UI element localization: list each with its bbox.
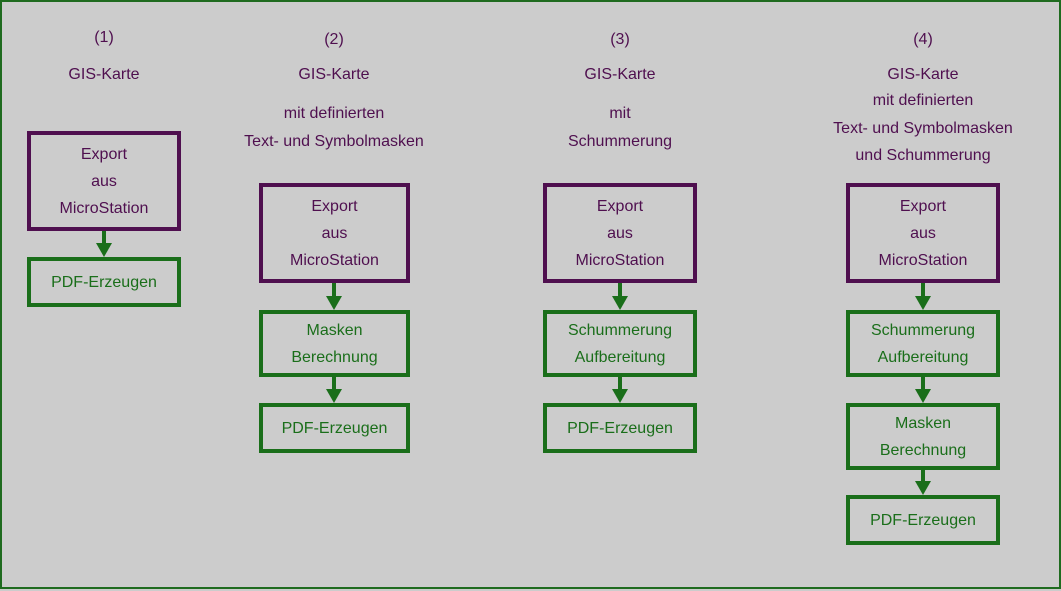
col4-step2-schummerung-box: Schummerung Aufbereitung <box>846 310 1000 377</box>
col4-step4-pdf-box: PDF-Erzeugen <box>846 495 1000 545</box>
col3-step1-line3: MicroStation <box>575 251 665 269</box>
col3-step1-export-box: Export aus MicroStation <box>543 183 697 283</box>
col2-step2-line2: Berechnung <box>291 348 378 366</box>
col4-step3-masken-box: Masken Berechnung <box>846 403 1000 470</box>
col2-step2-masken-box: Masken Berechnung <box>259 310 410 377</box>
col1-step1-line2: aus <box>91 172 117 190</box>
col2-step3-line1: PDF-Erzeugen <box>281 419 388 437</box>
col4-step3-line2: Berechnung <box>879 441 967 459</box>
col1-step1-line3: MicroStation <box>59 199 149 217</box>
col2-heading-line2: mit definierten <box>283 105 385 122</box>
arrow-col4-1 <box>915 283 931 310</box>
col4-step3-line1: Masken <box>894 414 952 432</box>
col1-number: (1) <box>94 29 114 46</box>
col3-heading-line3: Schummerung <box>567 133 673 150</box>
col4-step2-line1: Schummerung <box>870 321 976 339</box>
col4-step1-line2: aus <box>910 224 936 242</box>
arrow-col4-2 <box>915 377 931 403</box>
col3-step2-line1: Schummerung <box>567 321 673 339</box>
col1-heading-line1: GIS-Karte <box>68 66 140 83</box>
col4-heading-line3: Text- und Symbolmasken <box>833 120 1013 137</box>
col1-step2-line1: PDF-Erzeugen <box>51 273 157 291</box>
col3-step1-line1: Export <box>596 197 644 215</box>
col2-step2-line1: Masken <box>306 321 363 339</box>
col3-heading-line2: mit <box>609 105 631 122</box>
col4-heading-line4: und Schummerung <box>855 147 991 164</box>
col3-step3-line1: PDF-Erzeugen <box>567 419 673 437</box>
arrow-col2-2 <box>326 377 342 403</box>
arrow-col3-2 <box>612 377 628 403</box>
col4-step4-line1: PDF-Erzeugen <box>870 511 976 529</box>
arrow-col4-3 <box>915 470 931 495</box>
col3-step2-line2: Aufbereitung <box>574 348 666 366</box>
col3-heading-line1: GIS-Karte <box>584 66 656 83</box>
col3-number: (3) <box>610 31 630 48</box>
col3-step1-line2: aus <box>607 224 633 242</box>
col4-number: (4) <box>913 31 933 48</box>
col4-step1-export-box: Export aus MicroStation <box>846 183 1000 283</box>
col2-number: (2) <box>324 31 344 48</box>
col2-step1-line2: aus <box>321 224 348 242</box>
arrow-col3-1 <box>612 283 628 310</box>
arrow-col1-1 <box>96 231 112 257</box>
col3-step3-pdf-box: PDF-Erzeugen <box>543 403 697 453</box>
col2-heading-line1: GIS-Karte <box>298 66 370 83</box>
col2-step1-line3: MicroStation <box>290 251 379 269</box>
col4-heading-line1: GIS-Karte <box>887 66 959 83</box>
col1-step1-line1: Export <box>80 145 128 163</box>
col4-step1-line1: Export <box>899 197 947 215</box>
col1-step1-export-box: Export aus MicroStation <box>27 131 181 231</box>
col2-heading-line3: Text- und Symbolmasken <box>244 133 424 150</box>
col2-step3-pdf-box: PDF-Erzeugen <box>259 403 410 453</box>
col3-step2-schummerung-box: Schummerung Aufbereitung <box>543 310 697 377</box>
col2-step1-line1: Export <box>311 197 358 215</box>
col2-step1-export-box: Export aus MicroStation <box>259 183 410 283</box>
col4-heading-line2: mit definierten <box>872 92 974 109</box>
arrow-col2-1 <box>326 283 342 310</box>
col1-step2-pdf-box: PDF-Erzeugen <box>27 257 181 307</box>
col4-step2-line2: Aufbereitung <box>877 348 969 366</box>
col4-step1-line3: MicroStation <box>878 251 968 269</box>
